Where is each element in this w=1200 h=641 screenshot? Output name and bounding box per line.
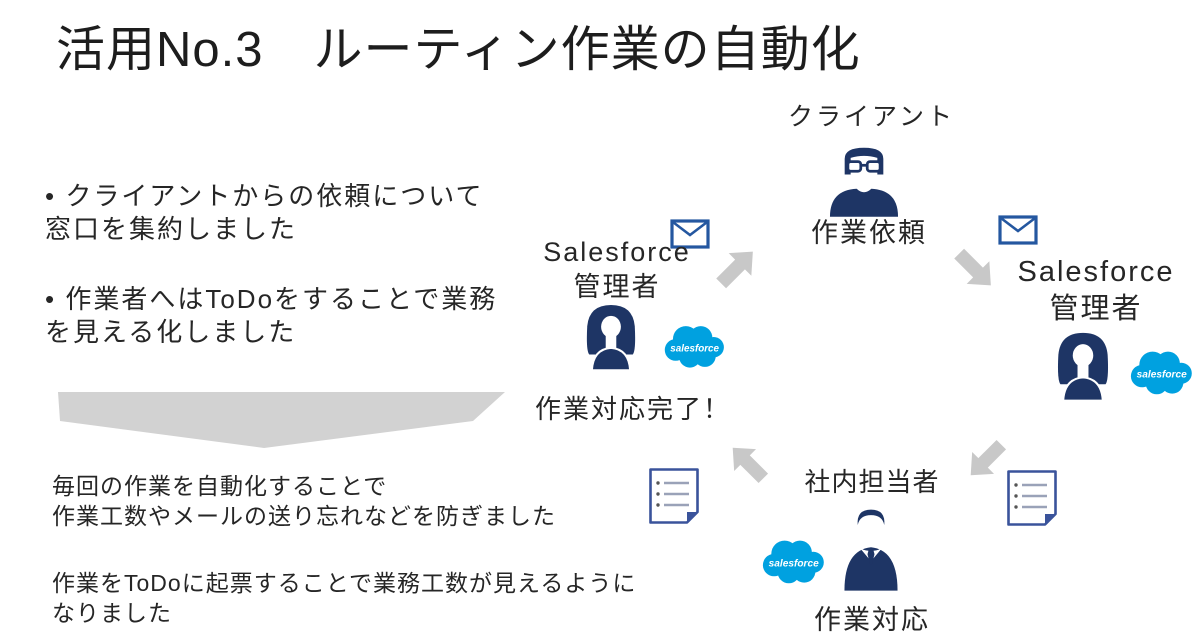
man-in-suit-icon <box>844 509 898 591</box>
bullet-todo-visualization: • 作業者へはToDoをすることで業務 を見える化しました <box>45 284 498 347</box>
salesforce-admin-left-label: Salesforce 管理者 <box>532 235 702 305</box>
woman-person-icon-left <box>585 303 637 372</box>
note-automation-benefit: 毎回の作業を自動化することで 作業工数やメールの送り忘れなどを防ぎました <box>52 473 556 529</box>
bullet-request-consolidation: • クライアントからの依頼について 窓口を集約しました <box>45 181 484 244</box>
block-arrow-up-left-icon <box>721 436 775 490</box>
salesforce-cloud-logo-left: salesforce <box>664 326 724 368</box>
client-action-label: 作業依頼 <box>811 218 927 248</box>
svg-text:salesforce: salesforce <box>769 559 819 570</box>
task-list-document-icon-right <box>1007 470 1057 526</box>
salesforce-cloud-logo-right: salesforce <box>1130 351 1192 395</box>
staff-action-label: 作業対応 <box>814 605 930 635</box>
woman-person-icon-right <box>1056 331 1110 402</box>
salesforce-admin-right-label: Salesforce 管理者 <box>1006 254 1186 328</box>
down-chevron-shape <box>58 392 505 448</box>
client-label: クライアント <box>788 103 956 131</box>
salesforce-admin-right-role: 管理者 <box>1049 293 1143 325</box>
envelope-icon-right <box>998 215 1038 245</box>
work-complete-label: 作業対応完了！ <box>534 394 731 424</box>
salesforce-admin-right-name: Salesforce <box>1017 256 1175 288</box>
internal-staff-label: 社内担当者 <box>804 467 940 497</box>
slide-title: 活用No.3 ルーティン作業の自動化 <box>56 23 861 77</box>
salesforce-cloud-logo-bottom: salesforce <box>762 540 824 584</box>
salesforce-admin-left-role: 管理者 <box>573 272 661 302</box>
note-todo-workload: 作業をToDoに起票することで業務工数が見えるように なりました <box>52 570 637 626</box>
svg-text:salesforce: salesforce <box>670 343 719 354</box>
svg-text:salesforce: salesforce <box>1137 370 1187 381</box>
block-arrow-down-right-icon <box>947 242 1003 297</box>
block-arrow-up-right-icon <box>709 240 765 295</box>
task-list-document-icon-left <box>649 468 699 524</box>
person-with-glasses-icon <box>829 147 899 217</box>
salesforce-admin-left-name: Salesforce <box>543 237 691 267</box>
